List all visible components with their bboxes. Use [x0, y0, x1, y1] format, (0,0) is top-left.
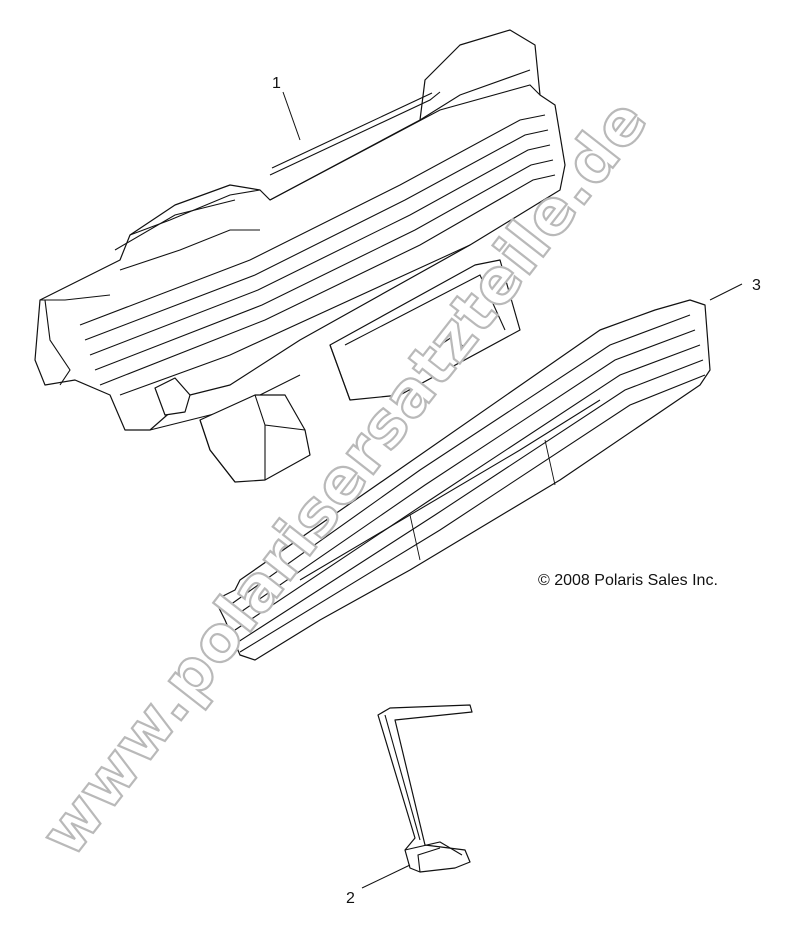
part-2-spring-clip: [377, 704, 473, 873]
callout-2: 2: [346, 890, 355, 907]
callout-1: 1: [272, 75, 281, 92]
cluster-plug-connector: [199, 394, 311, 483]
leader-line-1: [282, 91, 301, 141]
part-1-instrument-cluster: [34, 29, 566, 431]
copyright-notice: © 2008 Polaris Sales Inc.: [538, 572, 718, 589]
leader-line-2: [361, 864, 411, 889]
cluster-rear-connector: [329, 259, 521, 401]
callout-3: 3: [752, 277, 761, 294]
part-3-rear-cover: [214, 299, 711, 661]
leader-line-3: [709, 283, 743, 301]
cluster-body: [34, 29, 566, 431]
